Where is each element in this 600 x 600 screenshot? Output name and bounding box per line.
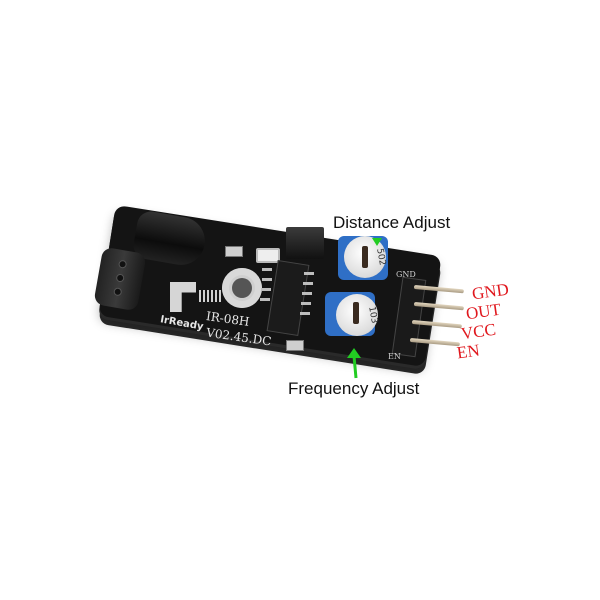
smd-resistor	[286, 340, 304, 351]
arrow-up-icon	[347, 348, 361, 379]
pin-label-en: EN	[455, 340, 481, 363]
distance-adjust-label: Distance Adjust	[333, 213, 451, 232]
logo-stripes	[199, 290, 221, 302]
pin-label-vcc: VCC	[459, 319, 498, 344]
smd-led	[256, 248, 280, 263]
arrow-down-icon	[372, 238, 382, 246]
jumper-block	[286, 227, 324, 259]
frequency-adjust-label: Frequency Adjust	[288, 379, 420, 398]
smd-resistor	[225, 246, 243, 257]
